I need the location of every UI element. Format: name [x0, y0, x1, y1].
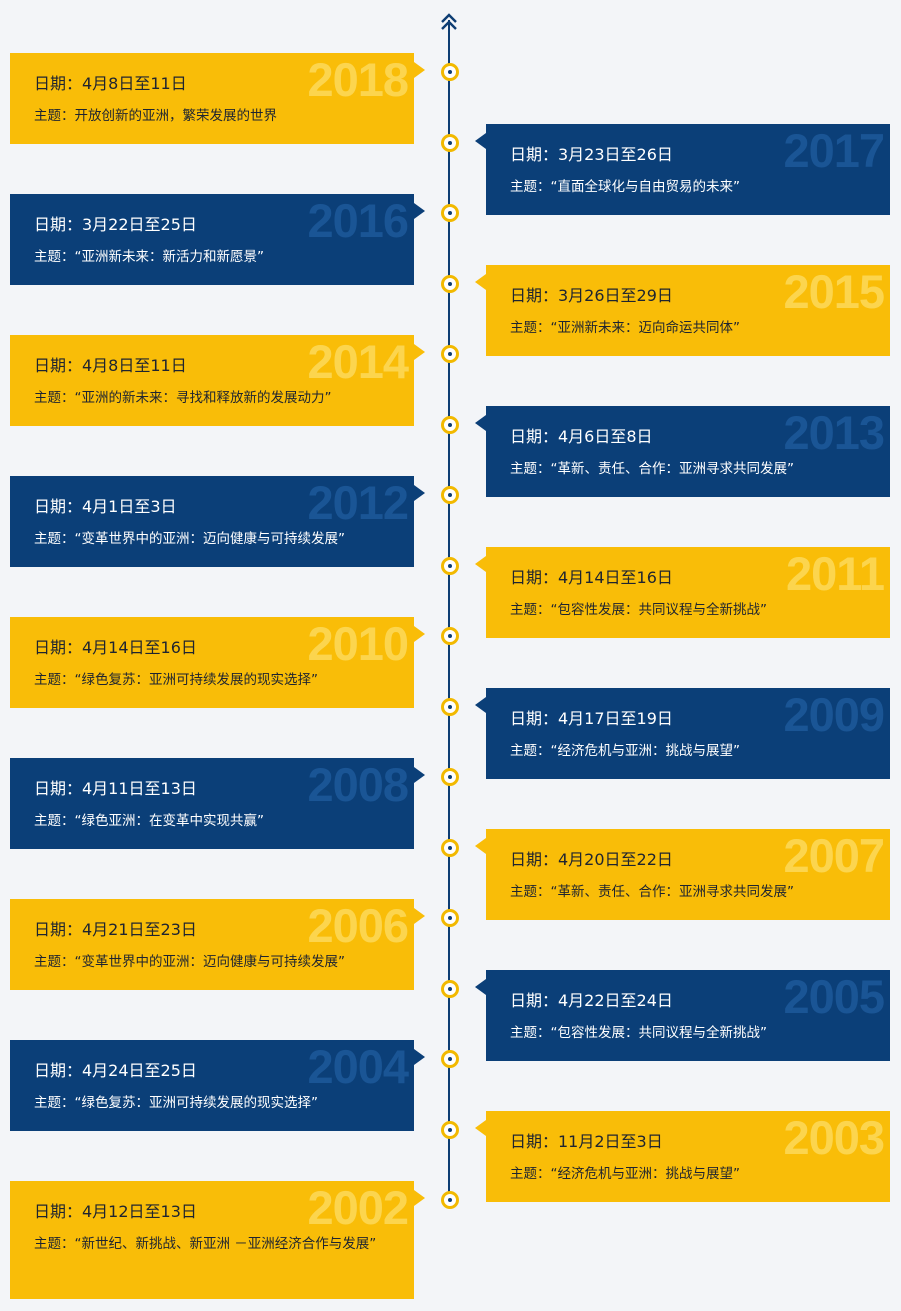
- timeline-card-2015: 2015 日期：3月26日至29日主题：“亚洲新未来：迈向命运共同体”: [475, 265, 890, 356]
- timeline-dot-icon: [441, 980, 459, 998]
- card-date: 日期：3月22日至25日: [34, 215, 197, 234]
- card-year: 2003: [783, 1111, 885, 1164]
- card-date: 日期：4月22日至24日: [510, 991, 673, 1010]
- card-year: 2018: [307, 53, 409, 106]
- card-date: 日期：4月8日至11日: [34, 356, 187, 375]
- timeline-dot-icon: [441, 345, 459, 363]
- card-date: 日期：4月21日至23日: [34, 920, 197, 939]
- timeline-card-2016: 2016 日期：3月22日至25日主题：“亚洲新未来：新活力和新愿景”: [10, 194, 425, 285]
- card-date: 日期：4月14日至16日: [34, 638, 197, 657]
- card-date: 日期：3月26日至29日: [510, 286, 673, 305]
- card-theme: 主题：“绿色复苏：亚洲可持续发展的现实选择”: [34, 672, 318, 688]
- timeline-card-2009: 2009 日期：4月17日至19日主题：“经济危机与亚洲：挑战与展望”: [475, 688, 890, 779]
- card-year: 2015: [783, 265, 885, 318]
- timeline-card-2002: 2002 日期：4月12日至13日主题：“新世纪、新挑战、新亚洲 －亚洲经济合作与…: [10, 1181, 425, 1299]
- card-year: 2010: [307, 617, 409, 670]
- card-theme: 主题：“经济危机与亚洲：挑战与展望”: [510, 1166, 740, 1182]
- timeline-dot-icon: [441, 204, 459, 222]
- card-year: 2006: [307, 899, 409, 952]
- card-date: 日期：4月6日至8日: [510, 427, 653, 446]
- card-year: 2004: [307, 1040, 409, 1093]
- timeline-card-2012: 2012 日期：4月1日至3日主题：“变革世界中的亚洲：迈向健康与可持续发展”: [10, 476, 425, 567]
- timeline-card-2006: 2006 日期：4月21日至23日主题：“变革世界中的亚洲：迈向健康与可持续发展”: [10, 899, 425, 990]
- card-year: 2017: [783, 124, 885, 177]
- card-theme: 主题：“绿色复苏：亚洲可持续发展的现实选择”: [34, 1095, 318, 1111]
- timeline-dot-icon: [441, 486, 459, 504]
- card-theme: 主题：“亚洲的新未来：寻找和释放新的发展动力”: [34, 390, 332, 406]
- card-theme: 主题：开放创新的亚洲，繁荣发展的世界: [34, 108, 277, 124]
- timeline-card-2018: 2018 日期：4月8日至11日主题：开放创新的亚洲，繁荣发展的世界: [10, 53, 425, 144]
- card-year: 2014: [307, 335, 409, 388]
- timeline-card-2014: 2014 日期：4月8日至11日主题：“亚洲的新未来：寻找和释放新的发展动力”: [10, 335, 425, 426]
- timeline-dot-icon: [441, 557, 459, 575]
- card-theme: 主题：“变革世界中的亚洲：迈向健康与可持续发展”: [34, 954, 345, 970]
- timeline-card-2017: 2017 日期：3月23日至26日主题：“直面全球化与自由贸易的未来”: [475, 124, 890, 215]
- card-theme: 主题：“革新、责任、合作：亚洲寻求共同发展”: [510, 461, 794, 477]
- card-theme: 主题：“包容性发展：共同议程与全新挑战”: [510, 1025, 767, 1041]
- timeline-card-2005: 2005 日期：4月22日至24日主题：“包容性发展：共同议程与全新挑战”: [475, 970, 890, 1061]
- timeline-card-2010: 2010 日期：4月14日至16日主题：“绿色复苏：亚洲可持续发展的现实选择”: [10, 617, 425, 708]
- timeline-dot-icon: [441, 1191, 459, 1209]
- card-theme: 主题：“变革世界中的亚洲：迈向健康与可持续发展”: [34, 531, 345, 547]
- timeline-card-2008: 2008 日期：4月11日至13日主题：“绿色亚洲：在变革中实现共赢”: [10, 758, 425, 849]
- timeline-dot-icon: [441, 1121, 459, 1139]
- timeline-dot-icon: [441, 909, 459, 927]
- card-year: 2013: [783, 406, 885, 459]
- card-date: 日期：4月8日至11日: [34, 74, 187, 93]
- card-year: 2009: [783, 688, 885, 741]
- card-theme: 主题：“亚洲新未来：迈向命运共同体”: [510, 320, 740, 336]
- card-date: 日期：3月23日至26日: [510, 145, 673, 164]
- timeline-axis: [448, 20, 450, 1202]
- timeline-card-2011: 2011 日期：4月14日至16日主题：“包容性发展：共同议程与全新挑战”: [475, 547, 890, 638]
- card-year: 2007: [783, 829, 885, 882]
- timeline-dot-icon: [441, 1050, 459, 1068]
- card-date: 日期：4月20日至22日: [510, 850, 673, 869]
- timeline-card-2013: 2013 日期：4月6日至8日主题：“革新、责任、合作：亚洲寻求共同发展”: [475, 406, 890, 497]
- card-year: 2012: [307, 476, 409, 529]
- timeline-dot-icon: [441, 627, 459, 645]
- timeline-card-2003: 2003 日期：11月2日至3日主题：“经济危机与亚洲：挑战与展望”: [475, 1111, 890, 1202]
- card-date: 日期：4月17日至19日: [510, 709, 673, 728]
- timeline-dot-icon: [441, 698, 459, 716]
- timeline-dot-icon: [441, 134, 459, 152]
- timeline-card-2004: 2004 日期：4月24日至25日主题：“绿色复苏：亚洲可持续发展的现实选择”: [10, 1040, 425, 1131]
- card-year: 2016: [307, 194, 409, 247]
- card-year: 2011: [786, 547, 885, 600]
- card-date: 日期：4月11日至13日: [34, 779, 197, 798]
- card-theme: 主题：“经济危机与亚洲：挑战与展望”: [510, 743, 740, 759]
- card-year: 2008: [307, 758, 409, 811]
- timeline-dot-icon: [441, 768, 459, 786]
- card-theme: 主题：“革新、责任、合作：亚洲寻求共同发展”: [510, 884, 794, 900]
- card-theme: 主题：“新世纪、新挑战、新亚洲 －亚洲经济合作与发展”: [34, 1236, 377, 1252]
- card-year: 2005: [783, 970, 885, 1023]
- card-date: 日期：4月24日至25日: [34, 1061, 197, 1080]
- timeline-dot-icon: [441, 63, 459, 81]
- card-year: 2002: [307, 1181, 409, 1234]
- double-chevron-up-icon: [441, 13, 457, 30]
- card-theme: 主题：“包容性发展：共同议程与全新挑战”: [510, 602, 767, 618]
- card-date: 日期：4月1日至3日: [34, 497, 177, 516]
- timeline-dot-icon: [441, 839, 459, 857]
- timeline-dot-icon: [441, 416, 459, 434]
- card-date: 日期：4月12日至13日: [34, 1202, 197, 1221]
- card-theme: 主题：“亚洲新未来：新活力和新愿景”: [34, 249, 264, 265]
- timeline-dot-icon: [441, 275, 459, 293]
- card-theme: 主题：“绿色亚洲：在变革中实现共赢”: [34, 813, 264, 829]
- card-theme: 主题：“直面全球化与自由贸易的未来”: [510, 179, 740, 195]
- timeline-card-2007: 2007 日期：4月20日至22日主题：“革新、责任、合作：亚洲寻求共同发展”: [475, 829, 890, 920]
- card-date: 日期：4月14日至16日: [510, 568, 673, 587]
- card-date: 日期：11月2日至3日: [510, 1132, 663, 1151]
